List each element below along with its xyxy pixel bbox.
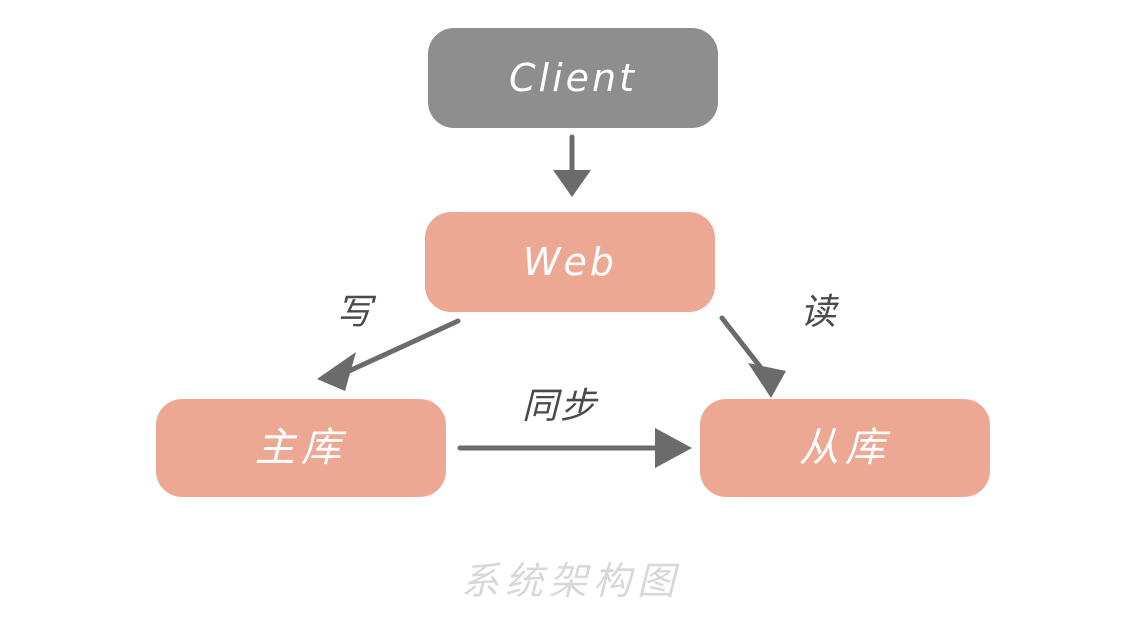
edge-master-to-slave xyxy=(457,428,692,468)
node-slave-label: 从库 xyxy=(799,425,891,471)
edge-client-to-web xyxy=(553,134,591,197)
edge-web-to-slave xyxy=(719,315,786,398)
node-web[interactable]: Web xyxy=(425,212,715,312)
edge-web-to-master xyxy=(317,318,461,391)
edge-label-sync: 同步 xyxy=(522,386,599,427)
node-client-label: Client xyxy=(508,56,637,100)
node-client[interactable]: Client xyxy=(428,28,718,128)
diagram-caption: 系统架构图 xyxy=(460,559,681,603)
node-master-database[interactable]: 主库 xyxy=(156,399,446,497)
edge-label-write: 写 xyxy=(336,292,375,333)
node-master-label: 主库 xyxy=(255,425,347,471)
node-web-label: Web xyxy=(522,240,618,284)
edge-label-read: 读 xyxy=(800,292,839,333)
node-slave-database[interactable]: 从库 xyxy=(700,399,990,497)
